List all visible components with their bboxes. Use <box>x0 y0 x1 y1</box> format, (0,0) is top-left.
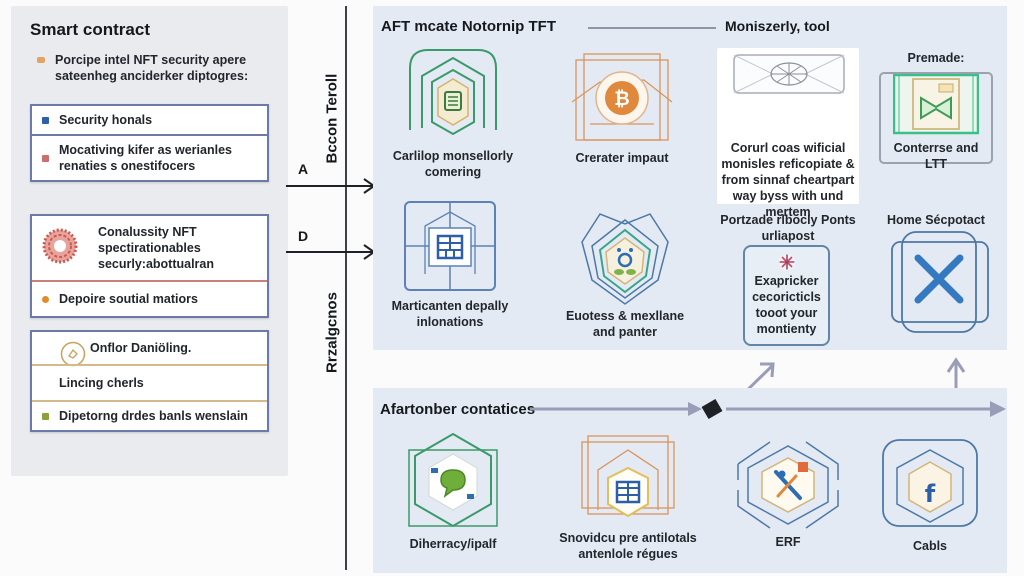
bottom-panel <box>373 388 1007 573</box>
seal-icon <box>42 228 78 264</box>
bottom-panel-title: Afartonber contatices <box>380 401 536 418</box>
card-row-label: Mocativing kifer as werianles renaties s… <box>59 143 232 173</box>
network-web-icon <box>733 54 845 94</box>
node-euotess[interactable]: Euotess & mexllane and panter <box>560 206 690 340</box>
divider-lower-label: Rrzalgcnos <box>323 292 341 373</box>
node-marticanten[interactable]: Marticanten depally inlonations <box>390 200 510 330</box>
arrow-d-label: D <box>298 228 309 244</box>
grid-chip-icon <box>404 201 496 291</box>
node-snovidcu[interactable]: Snovidcu pre antilotals antenlole régues <box>548 434 708 562</box>
title-rule <box>588 27 716 29</box>
premade-caption: Premade: <box>907 51 965 65</box>
info-card-monisles[interactable]: Corurl coas wificial monisles reficopiat… <box>717 48 859 219</box>
card-row[interactable]: Lincing cherls <box>32 364 267 400</box>
portzade-caption: Portzade rlbocly Ponts urliapost <box>720 213 856 243</box>
flag-icon <box>778 254 795 270</box>
arrow-a-label: A <box>298 161 309 177</box>
info-card-handling: Onflor Daniöling. Lincing cherls Dipetor… <box>30 330 269 432</box>
card-row[interactable]: Dipetorng drdes banls wenslain <box>32 400 267 430</box>
grid-hex-icon <box>581 435 675 518</box>
svg-text:₿: ₿ <box>614 88 629 110</box>
node-label: Euotess & mexllane and panter <box>565 309 685 339</box>
node-creator-impact[interactable]: ₿ Crerater impaut <box>566 52 678 166</box>
facebook-hex-icon: f <box>882 439 978 527</box>
node-label: Conterrse and LTT <box>893 141 979 171</box>
node-conterrse[interactable]: Conterrse and LTT <box>879 72 993 171</box>
svg-text:f: f <box>925 480 936 508</box>
arrow-d <box>286 244 376 260</box>
node-label: Marticanten depally inlonations <box>391 299 509 329</box>
leaf-bullet-icon <box>42 413 49 420</box>
card-row-label: Conalussity NFT spectirationables securl… <box>98 225 215 271</box>
tools-hex-icon <box>737 441 839 529</box>
card-row-label: Dipetorng drdes banls wenslain <box>59 409 248 423</box>
chat-shield-icon <box>408 432 498 528</box>
warning-bullet-icon <box>42 155 49 162</box>
node-cabls[interactable]: f Cabls <box>880 438 980 554</box>
card-row-label: Security honals <box>59 113 153 127</box>
node-label: ERF <box>775 535 801 549</box>
node-diherracy[interactable]: Diherracy/ipalf <box>393 432 513 552</box>
shield-document-icon <box>409 49 497 136</box>
home-caption: Home Sécpotact <box>887 213 985 227</box>
info-card-nft: Conalussity NFT spectirationables securl… <box>30 214 269 318</box>
card-row[interactable]: Onflor Daniöling. <box>32 332 267 367</box>
info-card-security: Security honals Mocativing kifer as weri… <box>30 104 269 182</box>
node-label: Snovidcu pre antilotals antenlole régues <box>559 531 697 561</box>
plant-shield-icon <box>581 213 669 305</box>
flow-arrows <box>286 178 376 260</box>
node-label: Crerater impaut <box>575 151 669 165</box>
left-panel-title: Smart contract <box>30 20 150 39</box>
close-x-icon[interactable] <box>890 230 994 334</box>
node-label: Cabls <box>912 539 948 553</box>
card-row[interactable]: Depoire soutial matiors <box>32 280 267 316</box>
top-panel-title: AFT mcate Notornip TFT <box>381 18 556 35</box>
vertical-divider <box>345 6 347 570</box>
card-row[interactable]: Conalussity NFT spectirationables securl… <box>32 216 267 280</box>
left-panel-intro: Porcipe intel NFT security apere sateenh… <box>37 52 277 84</box>
node-label: Corurl coas wificial monisles reficopiat… <box>721 141 855 219</box>
security-bullet-icon <box>42 117 49 124</box>
node-exapricker[interactable]: Exapricker cecoricticls tooot your monti… <box>743 245 830 346</box>
dot-bullet-icon <box>42 296 49 303</box>
node-label: Carlilop monsellorly comering <box>392 149 514 179</box>
bitcoin-icon: ₿ <box>571 53 673 141</box>
left-panel: Smart contract Porcipe intel NFT securit… <box>11 6 288 476</box>
card-row-label: Lincing cherls <box>59 376 144 390</box>
top-panel-right-title: Moniszerly, tool <box>725 18 830 34</box>
bowtie-document-icon <box>893 74 979 135</box>
node-label: Exapricker cecoricticls tooot your monti… <box>752 274 821 336</box>
card-row[interactable]: Security honals <box>32 106 267 134</box>
node-monitoring[interactable]: Carlilop monsellorly comering <box>388 46 518 180</box>
bottom-flow-arrow <box>530 398 1006 420</box>
card-row-label: Onflor Daniöling. <box>90 341 192 355</box>
card-row-label: Depoire soutial matiors <box>59 292 198 306</box>
arrow-a <box>286 178 376 194</box>
card-row[interactable]: Mocativing kifer as werianles renaties s… <box>32 134 267 180</box>
node-label: Diherracy/ipalf <box>409 537 497 551</box>
node-erf[interactable]: ERF <box>728 432 848 550</box>
divider-upper-label: Bccon Teroll <box>323 73 341 164</box>
intro-bullet-icon <box>37 57 45 63</box>
puzzle-icon <box>701 398 723 420</box>
intro-text: Porcipe intel NFT security apere sateenh… <box>55 53 249 83</box>
